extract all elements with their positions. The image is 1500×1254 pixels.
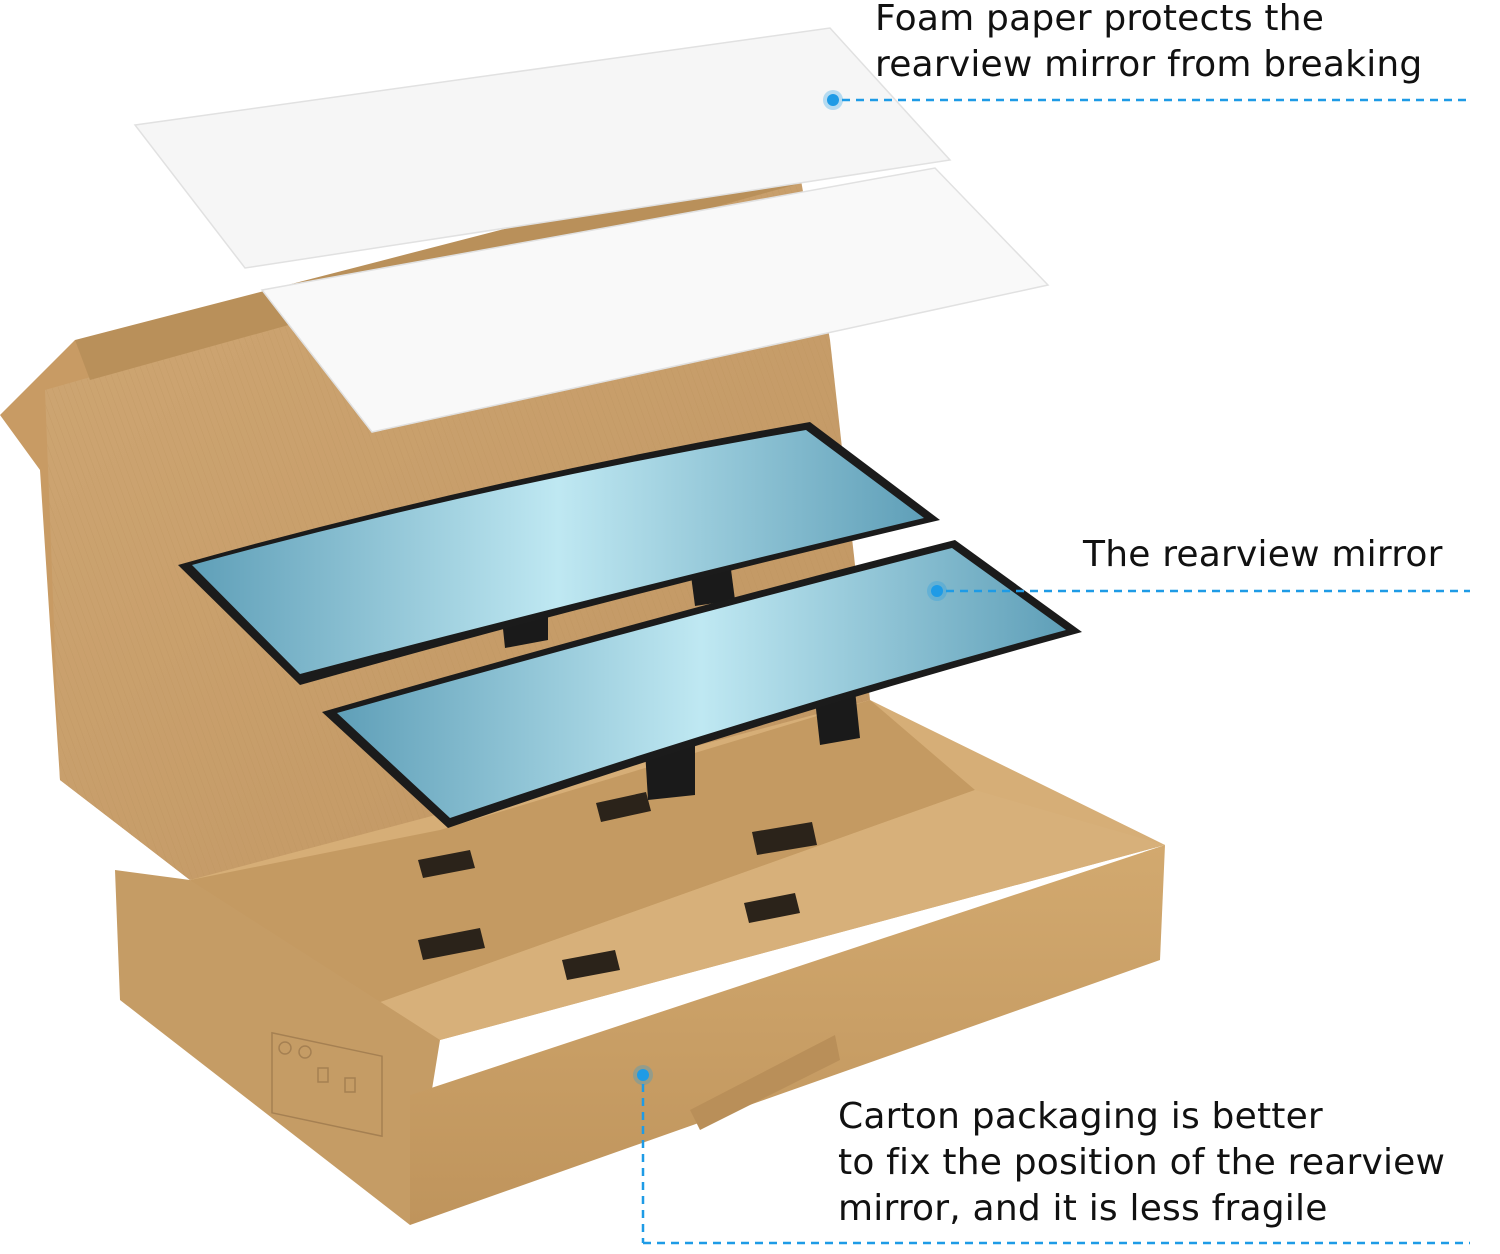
callout-dot (637, 1069, 649, 1081)
callout-label-line: rearview mirror from breaking (875, 44, 1423, 85)
slot (418, 928, 485, 960)
callout-label-line: mirror, and it is less fragile (838, 1188, 1328, 1229)
callout-dot (931, 585, 943, 597)
callout-label-foam: Foam paper protects the rearview mirror … (875, 0, 1423, 88)
slot (744, 893, 800, 923)
foam-sheet-bottom (260, 167, 1050, 433)
callout-mirror (927, 581, 1470, 601)
slot (562, 950, 620, 980)
rearview-mirrors (178, 422, 1082, 828)
foam-sheets (133, 27, 1050, 433)
slot (752, 822, 817, 855)
callout-label-mirror: The rearview mirror (1083, 532, 1443, 578)
slot (596, 792, 651, 822)
callout-label-line: The rearview mirror (1083, 534, 1443, 575)
mirror-front (322, 540, 1082, 828)
foam-sheet-top (133, 27, 952, 269)
callout-label-line: to fix the position of the rearview (838, 1142, 1446, 1183)
callout-carton (633, 1065, 1470, 1245)
callout-label-carton: Carton packaging is better to fix the po… (838, 1094, 1445, 1232)
mirror-back (178, 422, 940, 685)
carton-tray (115, 700, 1165, 1225)
callout-label-line: Carton packaging is better (838, 1096, 1323, 1137)
box-warning-markings (271, 1031, 383, 1138)
callout-foam (823, 90, 1470, 110)
slot (418, 850, 475, 878)
callout-dot (827, 94, 839, 106)
callout-label-line: Foam paper protects the (875, 0, 1325, 39)
